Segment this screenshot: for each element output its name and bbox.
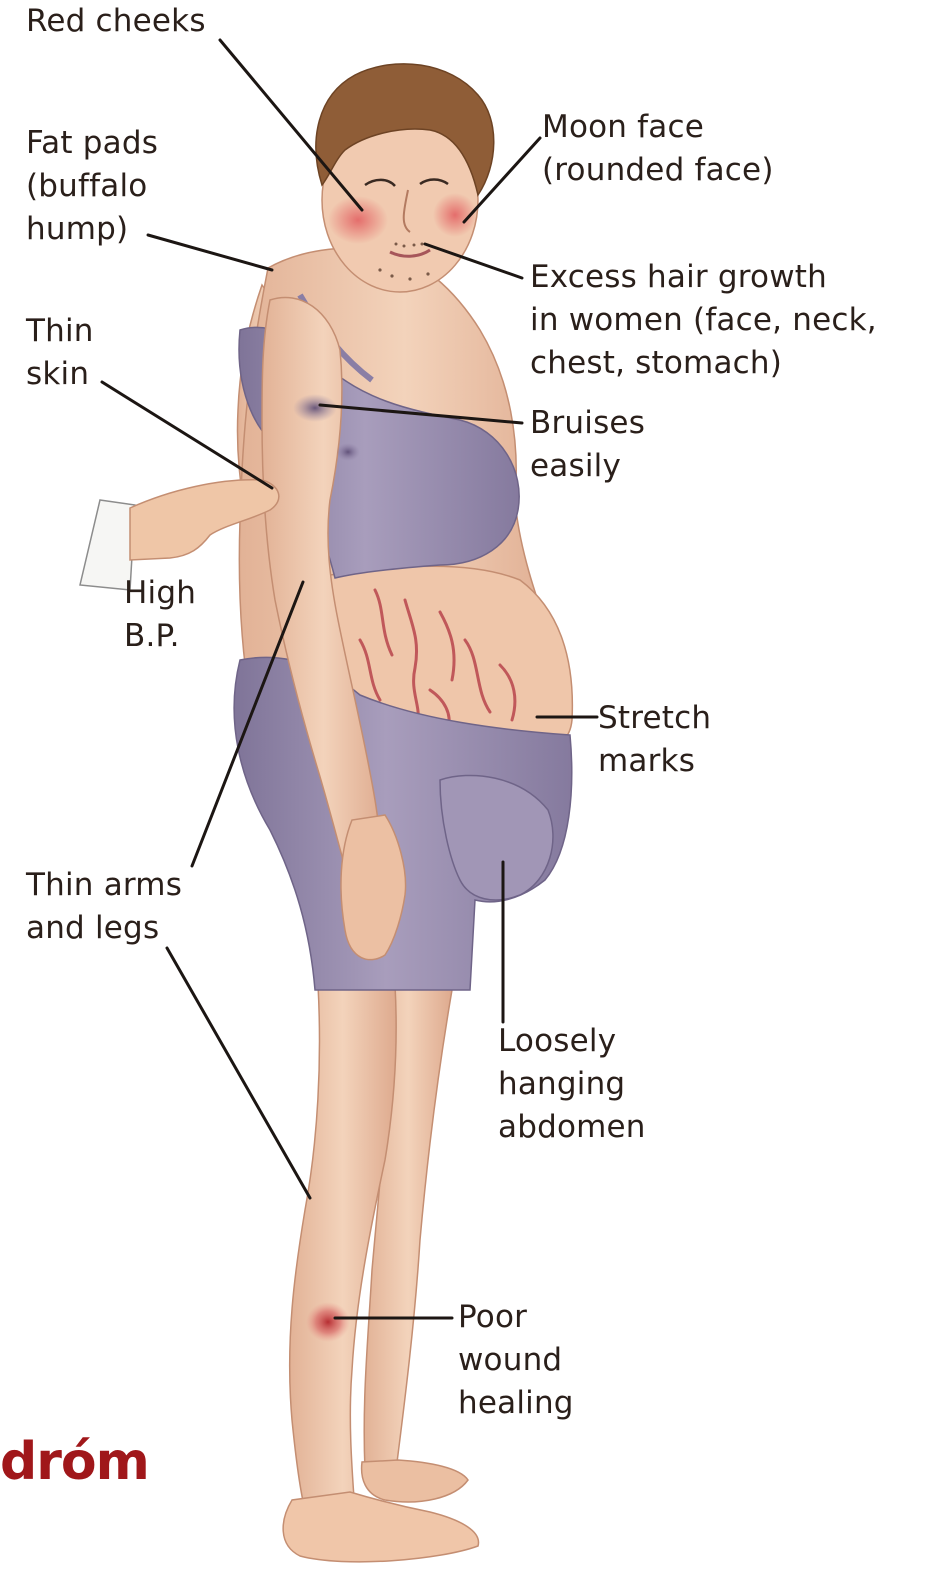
label-high-bp: High B.P.	[124, 572, 196, 658]
label-thin-arms-legs: Thin arms and legs	[26, 864, 182, 950]
label-poor-wound: Poor wound healing	[458, 1296, 574, 1425]
wound	[306, 1302, 350, 1342]
label-stretch-marks: Stretch marks	[598, 697, 711, 783]
label-bruises: Bruises easily	[530, 402, 645, 488]
leader-thin-legs	[167, 948, 310, 1198]
label-red-cheeks: Red cheeks	[26, 0, 206, 43]
bruise-lower-arm	[336, 443, 360, 461]
front-foot	[283, 1492, 478, 1562]
title-fragment: dróm	[0, 1432, 149, 1492]
label-thin-skin: Thin skin	[26, 310, 94, 396]
label-loose-abdomen: Loosely hanging abdomen	[498, 1020, 646, 1149]
label-fat-pads: Fat pads (buffalo hump)	[26, 122, 158, 251]
leader-fat-pads	[148, 235, 272, 270]
bruise-upper-arm	[293, 394, 337, 422]
label-moon-face: Moon face (rounded face)	[542, 106, 774, 192]
label-excess-hair: Excess hair growth in women (face, neck,…	[530, 256, 877, 385]
back-foot	[362, 1460, 468, 1502]
